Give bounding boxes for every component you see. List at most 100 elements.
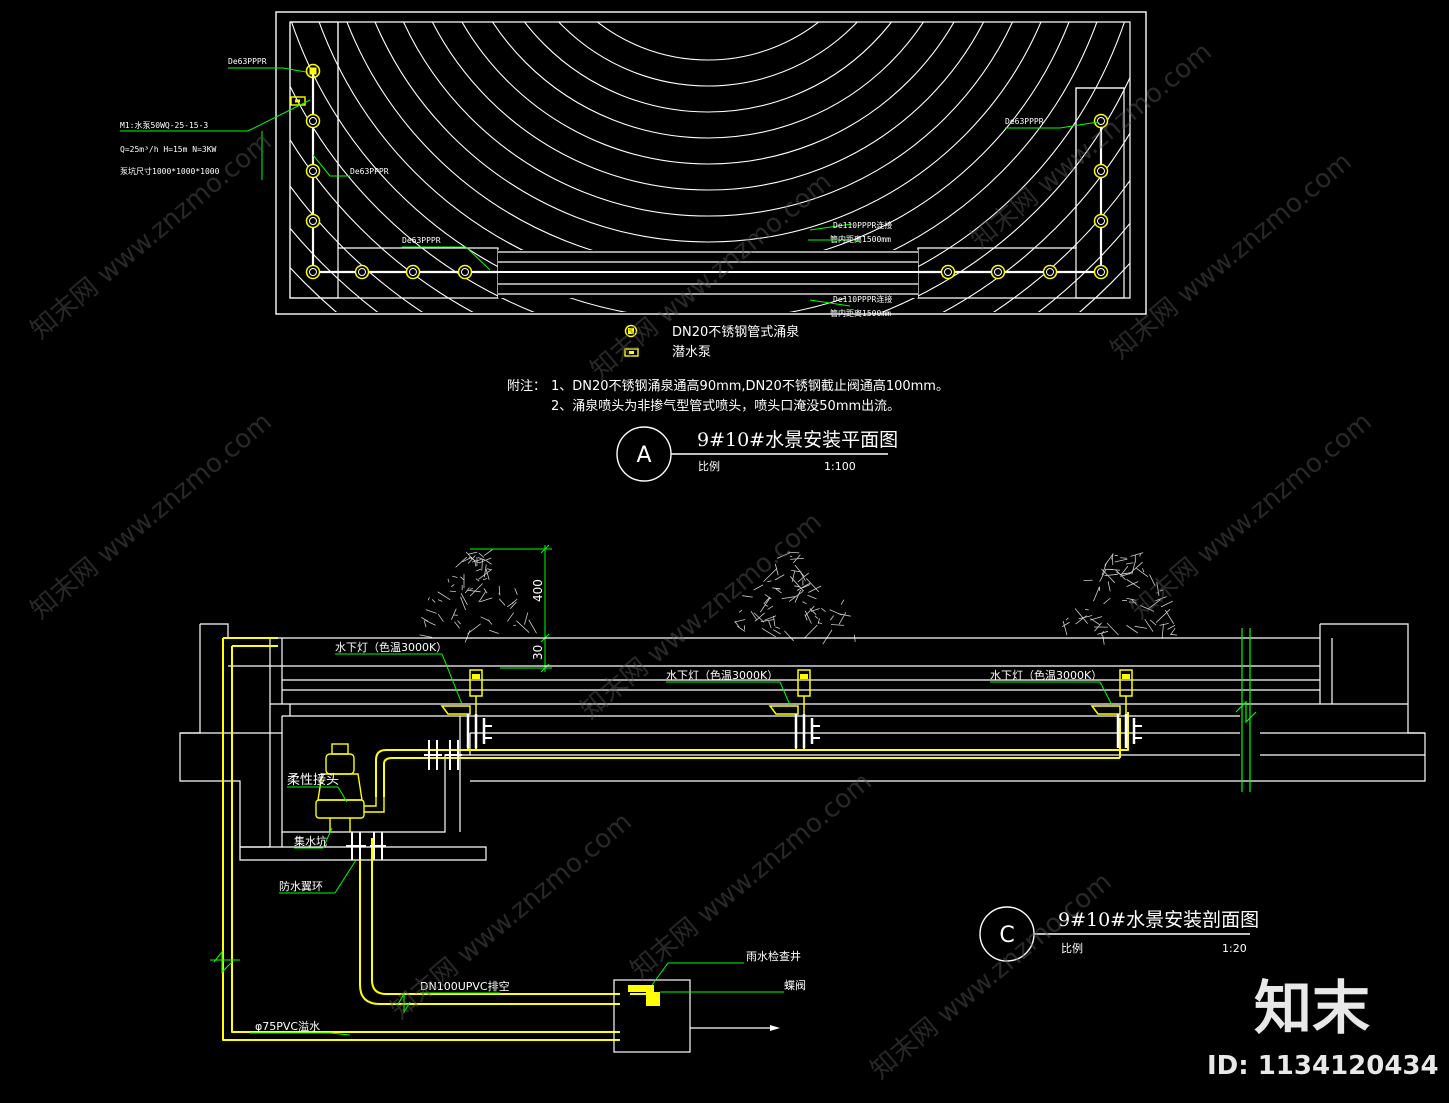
plant-stroke	[792, 554, 801, 564]
plant-stroke	[1131, 560, 1136, 575]
dimension-30: 30	[531, 645, 545, 660]
notes-line-1: 1、DN20不锈钢涌泉通高90mm,DN20不锈钢截止阀通高100mm。	[551, 378, 949, 394]
valve-icon	[628, 985, 660, 1006]
section-title: 9#10#水景安装剖面图	[1058, 909, 1259, 931]
plant-stroke	[1062, 621, 1070, 627]
plant-stroke	[1093, 586, 1100, 602]
plant-stroke	[773, 615, 776, 626]
watermark-text: 知末网 www.znzmo.com	[965, 37, 1217, 256]
plant-stroke	[781, 596, 796, 600]
plant-stroke	[830, 624, 845, 626]
plant-stroke	[1156, 582, 1160, 596]
nozzle-icon	[405, 264, 421, 280]
nozzle-core	[944, 268, 952, 276]
plant-stroke	[478, 552, 485, 558]
section-scale-value: 1:20	[1222, 942, 1247, 955]
nozzle-icon	[1093, 264, 1109, 280]
section-scale-label: 比例	[1061, 941, 1083, 955]
plant-stroke	[789, 555, 793, 558]
plant-stroke	[734, 621, 740, 628]
plant-stroke	[465, 551, 476, 562]
plant-stroke	[419, 634, 433, 638]
watermark-text: 知末网 www.znzmo.com	[25, 127, 277, 346]
plant-stroke	[763, 567, 778, 582]
label-sump: 集水坑	[294, 834, 327, 848]
plant-stroke	[767, 580, 772, 583]
plant-stroke	[425, 609, 437, 614]
plant-stroke	[1130, 598, 1137, 606]
light-base-icon	[1090, 705, 1121, 715]
plant-stroke	[1078, 615, 1093, 620]
plant-stroke	[1159, 622, 1169, 626]
legend-pump-icon	[624, 348, 639, 357]
legend-nozzle-icon	[624, 324, 638, 338]
plan-scale-label: 比例	[698, 459, 720, 473]
plant-stroke	[804, 610, 812, 624]
waterproof-rings	[346, 740, 462, 860]
callout-de63-right: De63PPPR	[1005, 117, 1044, 126]
plant-stroke	[1101, 562, 1107, 576]
plant-stroke	[1119, 572, 1132, 575]
callout-pump-spec-3: 泵坑尺寸1000*1000*1000	[120, 166, 220, 176]
plant-stroke	[734, 619, 746, 623]
nozzle-core	[309, 167, 317, 175]
plant-stroke	[789, 576, 804, 592]
plant-stroke	[464, 587, 470, 594]
plant-stroke	[460, 596, 466, 611]
callout-de63-top: De63PPPR	[228, 57, 267, 66]
plant-stroke	[1102, 634, 1105, 645]
label-overflow-pipe: φ75PVC溢水	[255, 1019, 320, 1033]
plant-stroke	[450, 584, 455, 588]
submersible-pump-icon	[315, 743, 385, 832]
plant-stroke	[1062, 620, 1068, 636]
plant-stroke	[802, 584, 811, 589]
plant-stroke	[447, 578, 450, 583]
inspection-well	[613, 979, 691, 1053]
light-lens	[1122, 674, 1130, 679]
nozzle-core	[358, 268, 366, 276]
plant-stroke	[480, 597, 493, 603]
plant-stroke	[738, 609, 743, 613]
plant-stroke	[437, 591, 451, 601]
plant-stroke	[425, 619, 436, 626]
watermark-text: 知末网 www.znzmo.com	[25, 407, 277, 626]
legend-nozzle-label: DN20不锈钢管式涌泉	[672, 324, 799, 340]
pump-symbol-icon	[290, 96, 306, 106]
nozzle-icon	[990, 264, 1006, 280]
plant-stroke	[478, 568, 492, 580]
plant-stroke	[467, 551, 478, 555]
plant-stroke	[483, 588, 488, 594]
plant-stroke	[1155, 609, 1171, 623]
plant-stroke	[1148, 599, 1161, 610]
title-a-letter: A	[636, 443, 651, 468]
plant-stroke	[457, 620, 461, 625]
plant-stroke	[822, 629, 833, 645]
pipe-breaks	[210, 950, 411, 1014]
legend-pump-label: 潜水泵	[672, 345, 711, 360]
plant-stroke	[775, 588, 782, 594]
plant-stroke	[784, 630, 794, 642]
plant-stroke	[467, 623, 481, 635]
nozzle-core	[309, 217, 317, 225]
plant-stroke	[483, 548, 494, 556]
plant-stroke	[482, 577, 488, 581]
light-lamp-icon	[1119, 669, 1133, 697]
plant-stroke	[808, 585, 822, 593]
plant-stroke	[1125, 562, 1134, 565]
light-lens	[800, 674, 808, 679]
plant-stroke	[804, 614, 808, 621]
plant-stroke	[1114, 558, 1128, 563]
plant-stroke	[516, 620, 530, 633]
nozzle-core	[1097, 217, 1105, 225]
plant-stroke	[1161, 623, 1164, 639]
plan-title: 9#10#水景安装平面图	[697, 429, 898, 451]
plant-stroke	[821, 607, 826, 612]
plant-stroke	[1149, 574, 1156, 586]
callout-de63-low: De63PPPR	[402, 236, 441, 245]
plant-stroke	[1120, 557, 1128, 559]
paving-arc	[596, 22, 820, 61]
paving-arc	[523, 22, 893, 113]
plant-stroke	[1115, 569, 1126, 581]
plant-stroke	[1142, 568, 1145, 573]
